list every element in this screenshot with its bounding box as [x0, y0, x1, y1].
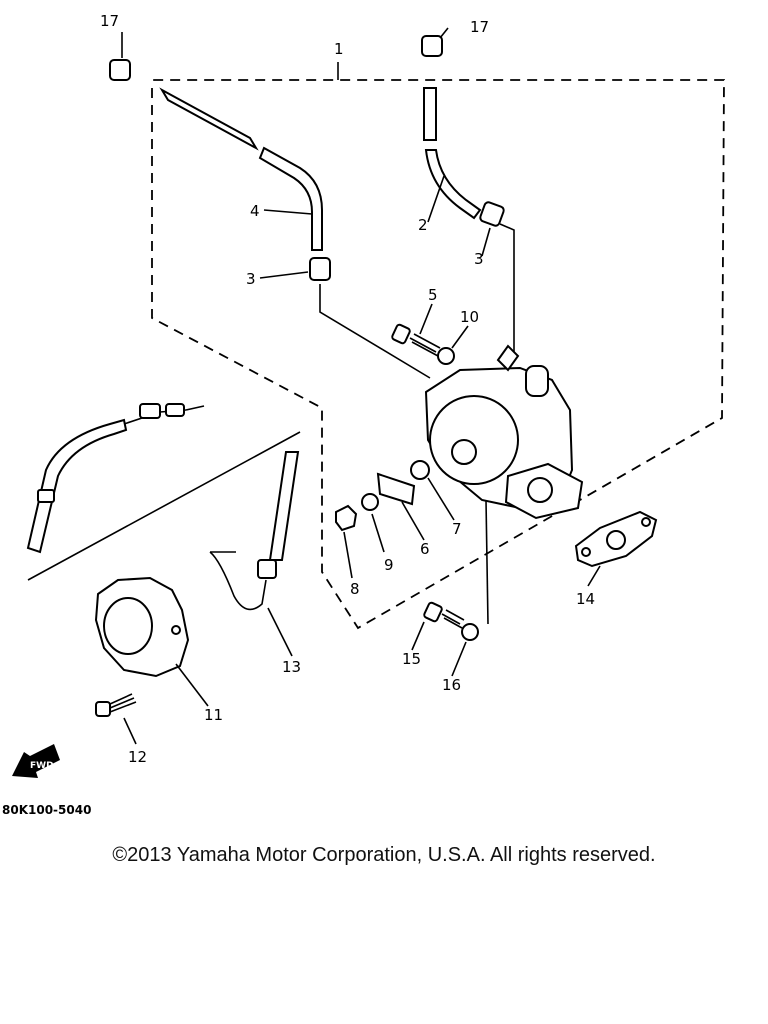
nut-8: [335, 504, 358, 532]
callout-1: 1: [334, 40, 344, 58]
callout-17-right: 17: [470, 18, 489, 36]
oil-pump-body: [424, 344, 584, 520]
hose-path-right: [499, 223, 515, 360]
callout-17-left: 17: [100, 12, 119, 30]
washer-10: [437, 347, 455, 365]
hose-path-left: [319, 284, 431, 379]
clamp-3-right: [479, 201, 505, 227]
cap-17-right: [421, 35, 443, 57]
clamp-3-left: [309, 257, 331, 281]
callout-3-left: 3: [246, 270, 256, 288]
callout-13: 13: [282, 658, 301, 676]
callout-5: 5: [428, 286, 438, 304]
tube-4: [159, 87, 323, 251]
callout-7: 7: [452, 520, 462, 538]
callout-4: 4: [250, 202, 260, 220]
gasket-14: [574, 510, 658, 568]
screw-12: [95, 693, 137, 717]
callout-11: 11: [204, 706, 223, 724]
control-cable-13: [209, 451, 300, 611]
washer-7: [410, 460, 430, 480]
callout-9: 9: [384, 556, 394, 574]
fwd-arrow-icon: FWD: [12, 744, 60, 778]
leader-lines: [121, 27, 601, 745]
plate-6: [376, 472, 416, 506]
bolt-5: [391, 323, 441, 357]
bolt-15: [423, 601, 465, 629]
callout-8: 8: [350, 580, 360, 598]
washer-9: [361, 493, 379, 511]
figure-reference: 80K100-5040: [2, 803, 91, 817]
callout-6: 6: [420, 540, 430, 558]
callout-16: 16: [442, 676, 461, 694]
tube-2: [423, 87, 482, 220]
divider-line: [27, 431, 301, 581]
callout-12: 12: [128, 748, 147, 766]
callout-2: 2: [418, 216, 428, 234]
cap-17-left: [109, 59, 131, 81]
callout-14: 14: [576, 590, 595, 608]
fwd-label: FWD: [30, 761, 54, 771]
bolt-line: [485, 499, 489, 625]
copyright-notice: ©2013 Yamaha Motor Corporation, U.S.A. A…: [112, 844, 656, 866]
washer-16: [461, 623, 479, 641]
callout-10: 10: [460, 308, 479, 326]
cable-left: [26, 403, 205, 554]
callout-3-right: 3: [474, 250, 484, 268]
assembly-outline: [151, 79, 725, 630]
cover-11: [94, 576, 190, 678]
callout-15: 15: [402, 650, 421, 668]
